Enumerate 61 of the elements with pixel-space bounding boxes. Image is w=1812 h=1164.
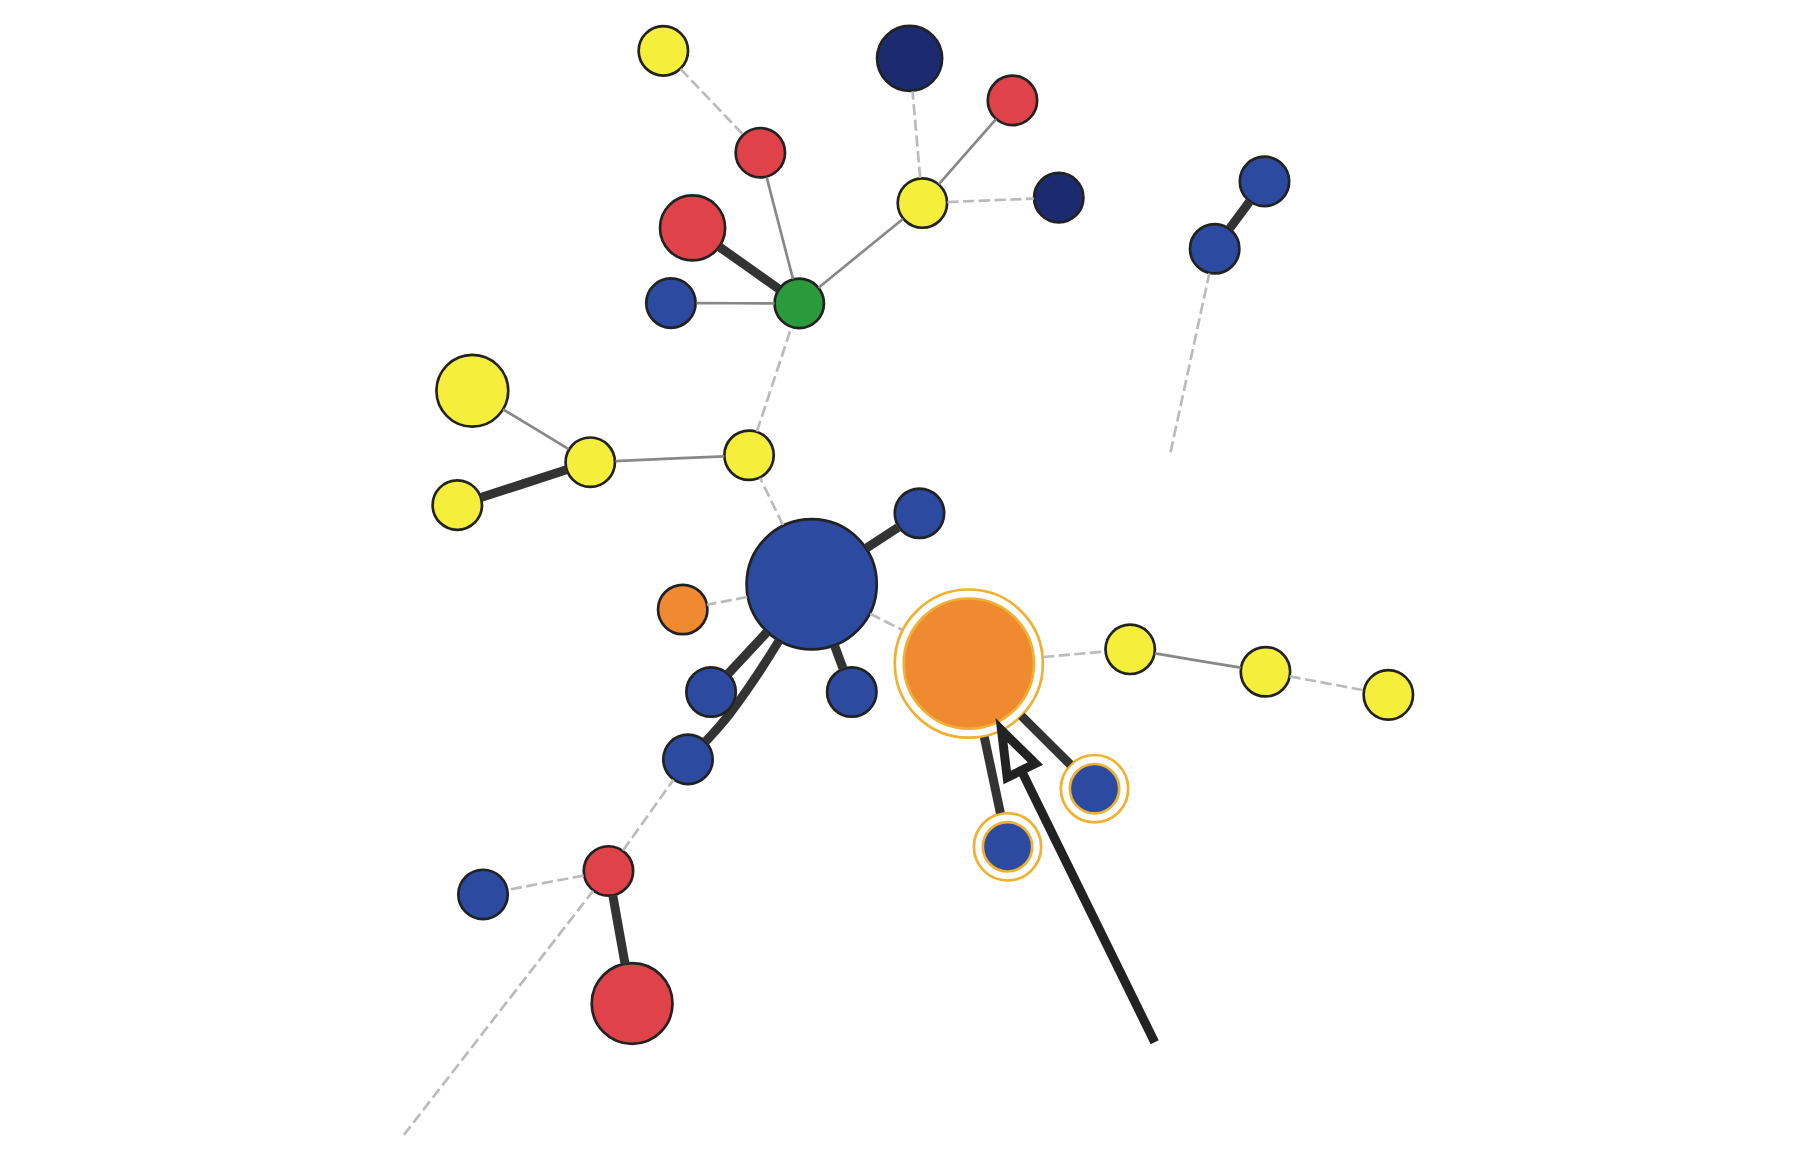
node-circle bbox=[892, 588, 1044, 739]
connector bbox=[614, 454, 724, 463]
connector bbox=[723, 628, 770, 677]
node-circle bbox=[434, 353, 509, 428]
connector bbox=[978, 736, 1004, 814]
node-circle bbox=[971, 811, 1042, 882]
node-circle bbox=[985, 74, 1038, 127]
node-circle bbox=[1238, 645, 1291, 698]
connector bbox=[607, 894, 629, 965]
node-circle bbox=[733, 126, 786, 179]
connector bbox=[764, 177, 794, 280]
node-circle bbox=[643, 277, 696, 330]
node-circle bbox=[722, 429, 775, 482]
node-circle bbox=[824, 666, 877, 719]
node-circle bbox=[895, 177, 948, 230]
node-circle bbox=[1031, 171, 1084, 224]
connector bbox=[816, 217, 903, 289]
connector bbox=[829, 644, 847, 670]
connector bbox=[946, 197, 1033, 204]
connector bbox=[478, 465, 567, 502]
connector bbox=[1288, 675, 1363, 692]
connector bbox=[1168, 273, 1210, 453]
connector bbox=[936, 118, 997, 186]
connector bbox=[868, 612, 902, 632]
connector bbox=[910, 91, 921, 178]
node-circle bbox=[589, 961, 673, 1046]
node-circle bbox=[1237, 155, 1290, 208]
node-circle bbox=[563, 436, 616, 489]
node-circle bbox=[657, 194, 726, 262]
connector bbox=[401, 890, 594, 1136]
connector bbox=[695, 301, 774, 305]
node-circle bbox=[636, 24, 689, 77]
node-circle bbox=[430, 479, 483, 532]
node-circle bbox=[456, 868, 509, 921]
connector bbox=[620, 778, 674, 852]
node-circle bbox=[660, 733, 713, 786]
node-circle bbox=[892, 487, 945, 540]
node-circle bbox=[684, 666, 737, 719]
arrow bbox=[994, 718, 1158, 1045]
node-circle bbox=[1361, 668, 1414, 721]
connector bbox=[1017, 712, 1073, 768]
connector bbox=[506, 874, 583, 892]
node-circle bbox=[581, 844, 634, 897]
node-circle bbox=[655, 583, 708, 636]
connector bbox=[1225, 199, 1252, 231]
connector bbox=[705, 595, 747, 607]
connector bbox=[862, 523, 900, 553]
connector bbox=[701, 638, 782, 745]
node-circle bbox=[772, 277, 825, 330]
connector bbox=[757, 477, 784, 526]
connector bbox=[1153, 652, 1240, 669]
connector bbox=[501, 408, 569, 451]
node-circle bbox=[744, 517, 878, 651]
node-circle bbox=[1103, 623, 1156, 676]
connector bbox=[715, 243, 781, 293]
node-circle bbox=[1187, 222, 1240, 275]
connector bbox=[1041, 650, 1105, 659]
node-circle bbox=[874, 24, 943, 93]
node-circle bbox=[1058, 753, 1129, 824]
connector bbox=[678, 67, 743, 135]
connector bbox=[754, 327, 792, 432]
